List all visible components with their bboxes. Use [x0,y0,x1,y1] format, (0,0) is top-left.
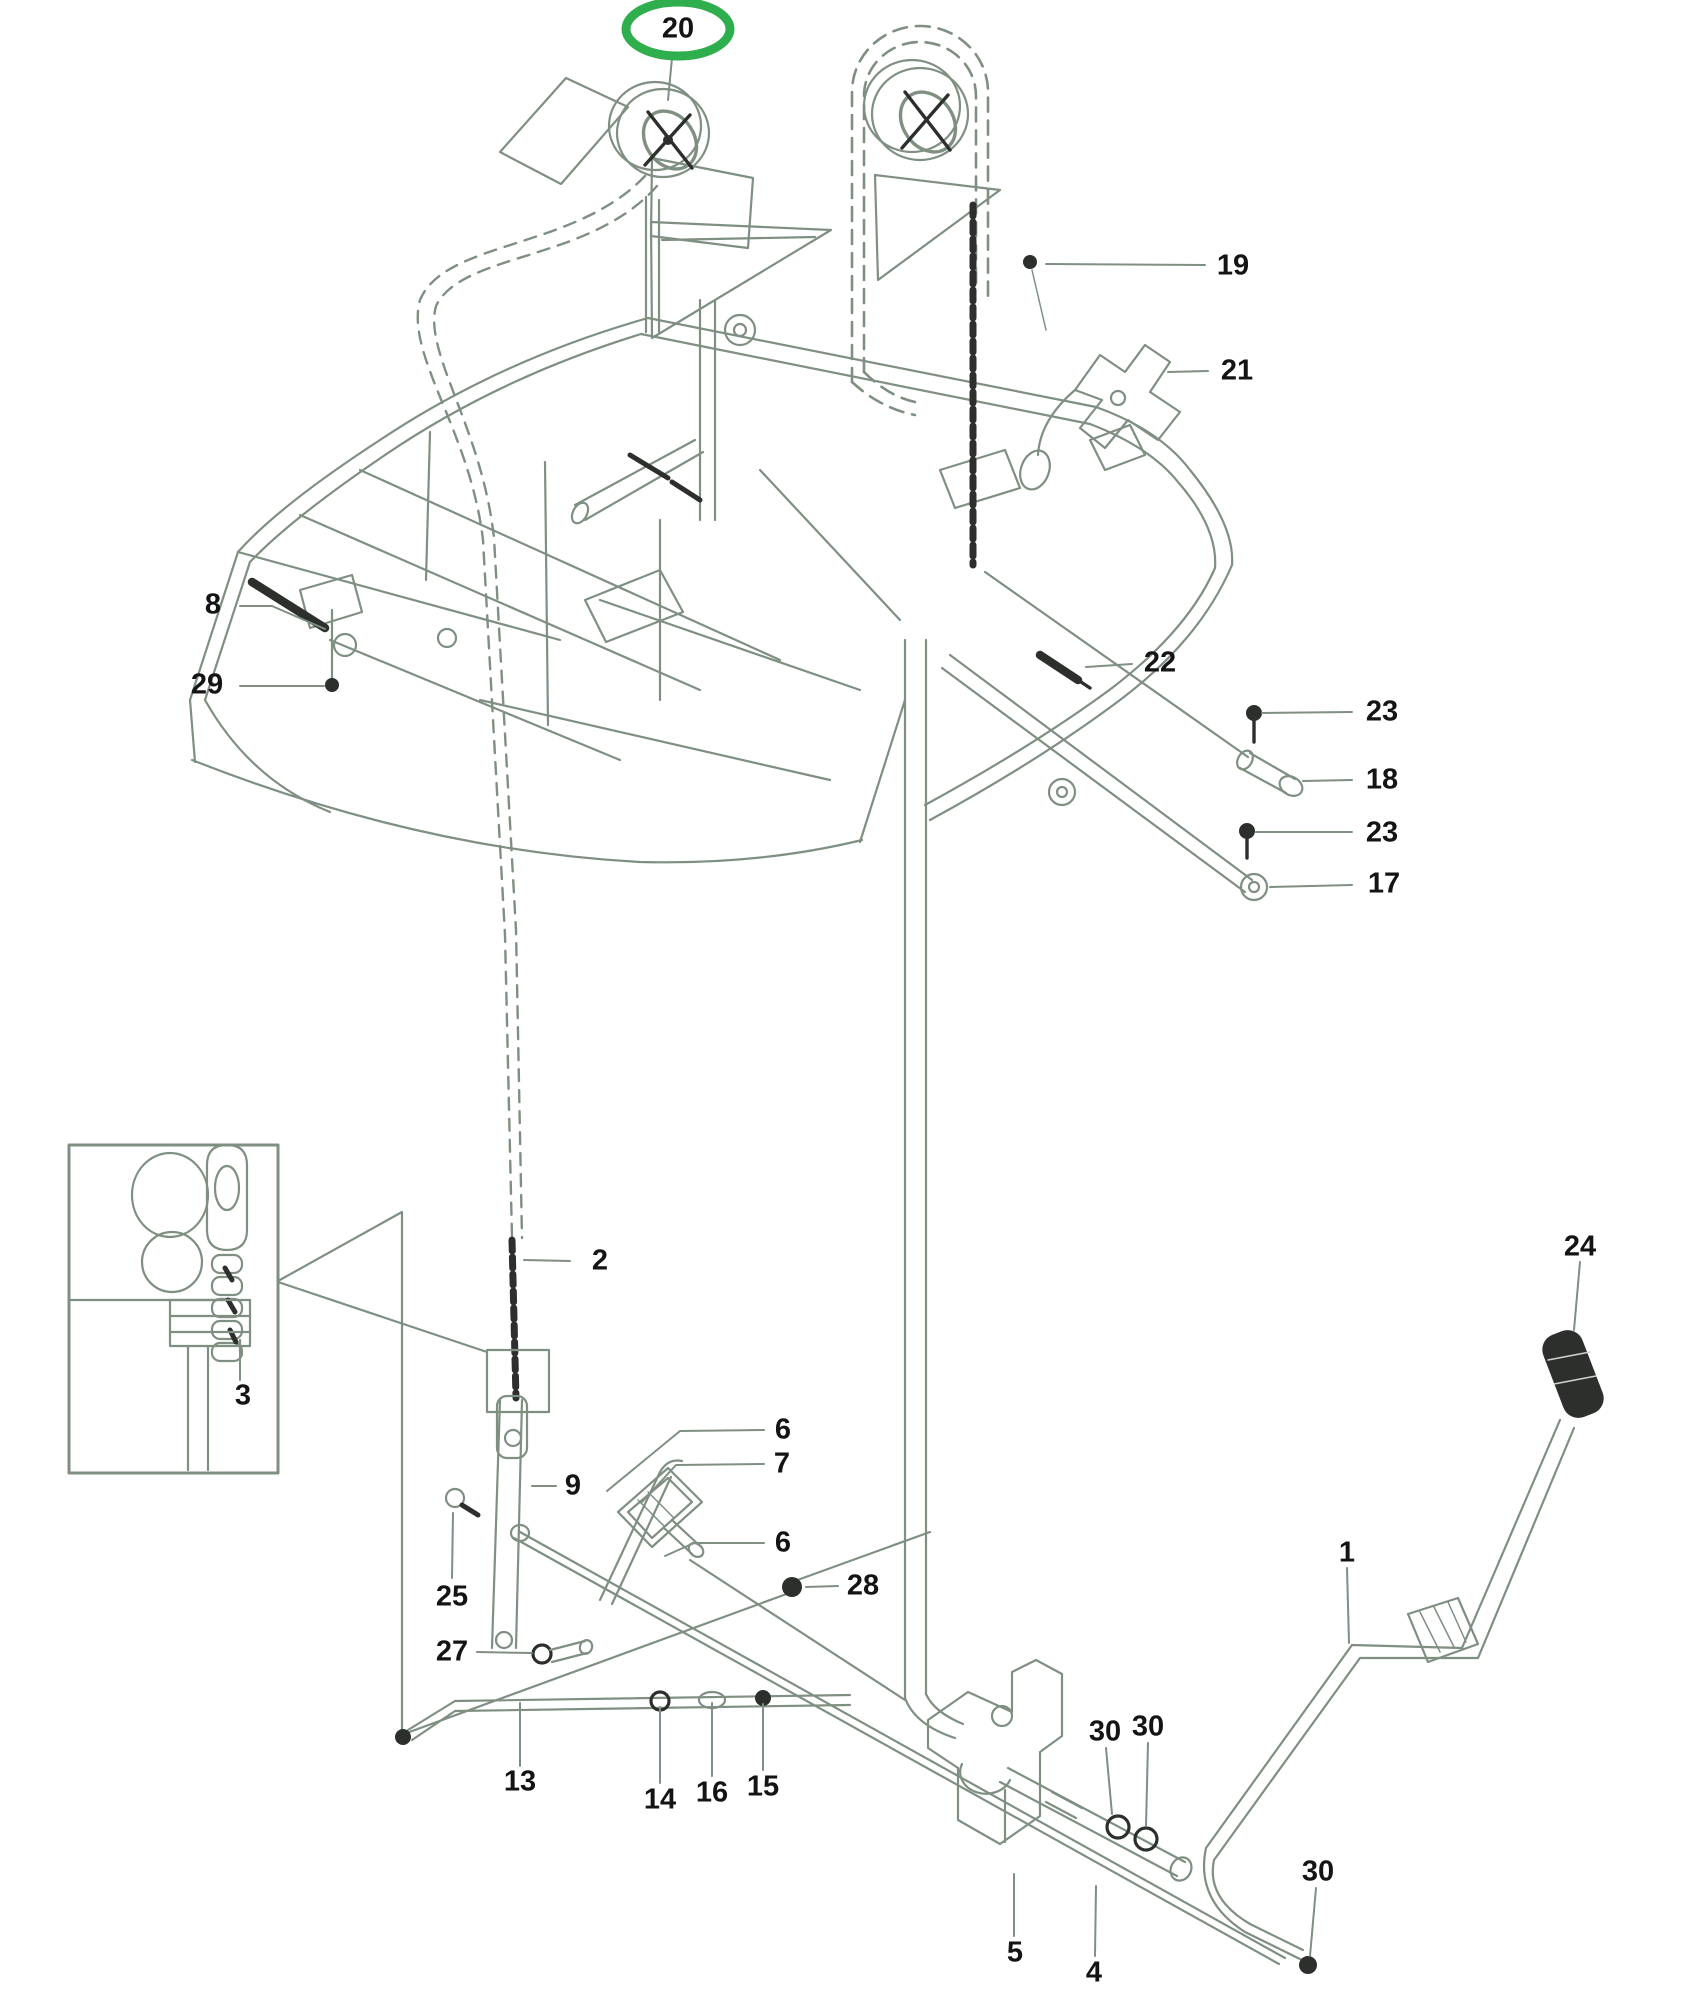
callout-23: 23 [1365,695,1399,728]
bolt-23-lower [1239,823,1255,839]
callout-30: 30 [1131,1710,1165,1743]
bolt-23-upper [1246,705,1262,721]
highlight-ellipse [621,0,735,61]
fasteners-right [1236,705,1304,902]
rod-17-end [1239,872,1269,902]
bolt-8-and-29 [247,577,339,692]
callout-4: 4 [1085,1956,1103,1989]
callout-22: 22 [1143,646,1177,679]
inset-pointer-2 [276,1280,489,1354]
lever-1 [1202,1418,1576,1974]
bolt-19 [1023,255,1037,269]
pedal-assembly [598,1459,705,1606]
callout-2: 2 [591,1244,609,1277]
tension-chain-2 [485,1236,551,1460]
callout-20-highlighted: 20 [661,12,695,45]
cable-dashed [416,174,659,1240]
bolt-25 [444,1487,466,1509]
washer-30-a [1105,1814,1131,1840]
screw-22 [1035,650,1092,690]
callout-29: 29 [190,668,224,701]
callout-13: 13 [503,1765,537,1798]
ball-joint-29 [325,678,339,692]
inset-pointer [276,1210,404,1735]
callout-18: 18 [1365,763,1399,796]
callout-30: 30 [1088,1715,1122,1748]
pin-27 [531,1643,553,1665]
bolt-15 [755,1690,771,1706]
callout-6: 6 [774,1526,792,1559]
leader-lines [239,57,1581,1957]
callout-27: 27 [435,1635,469,1668]
callout-1: 1 [1338,1536,1356,1569]
callout-8: 8 [204,588,222,621]
bolt-30-c [1299,1956,1317,1974]
callout-14: 14 [643,1783,677,1816]
callout-25: 25 [435,1580,469,1613]
grip-24 [1542,1330,1604,1418]
belt-dashed-loop [850,24,990,417]
inset-detail-box [67,1143,489,1735]
frame-wireframe [188,298,1254,1740]
bracket-5-shaft-4 [926,1658,1193,1882]
callout-3: 3 [234,1379,252,1412]
callout-15: 15 [746,1770,780,1803]
washer-30-b [1133,1826,1159,1852]
callout-28: 28 [846,1569,880,1602]
callout-6: 6 [774,1413,792,1446]
callout-5: 5 [1006,1936,1024,1969]
callout-24: 24 [1563,1230,1597,1263]
callout-17: 17 [1367,867,1401,900]
callout-9: 9 [564,1469,582,1502]
nut-28 [782,1577,802,1597]
callout-23: 23 [1365,816,1399,849]
pulley-upper-assembly [862,58,1002,282]
callout-19: 19 [1216,249,1250,282]
callout-30: 30 [1301,1855,1335,1888]
callout-7: 7 [773,1447,791,1480]
linkage-rods [402,1523,1287,1966]
callout-16: 16 [695,1776,729,1809]
pulley-20-assembly [498,76,833,340]
ball-end [395,1729,411,1745]
callout-21: 21 [1220,354,1254,387]
bracket-21 [1019,255,1182,491]
